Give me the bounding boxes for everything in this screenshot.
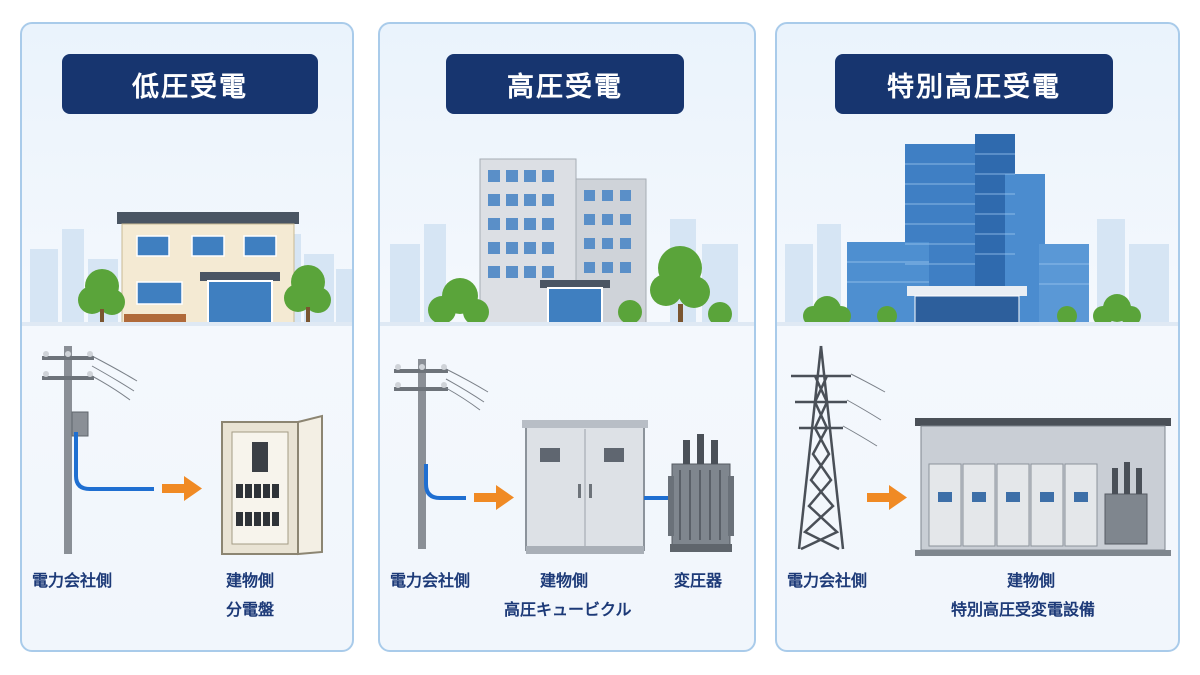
tree-icon xyxy=(78,265,331,324)
arrow-icon xyxy=(474,485,514,510)
glass-office-tower xyxy=(847,134,1089,325)
equipment-label: 分電盤 xyxy=(226,600,275,619)
service-cable xyxy=(74,432,154,491)
transformer-label: 変圧器 xyxy=(674,571,723,590)
equipment-label: 高圧キュービクル xyxy=(504,600,632,619)
panel-title: 特別高圧受電 xyxy=(835,54,1113,114)
utility-pole-icon xyxy=(42,346,138,554)
building-side-label: 建物側 xyxy=(540,571,589,590)
building-side-label: 建物側 xyxy=(1007,571,1056,590)
panel-title: 高圧受電 xyxy=(446,54,684,114)
utility-side-label: 電力会社側 xyxy=(390,571,471,590)
low-voltage-scene xyxy=(22,212,352,556)
panel-high-voltage: 高圧受電 xyxy=(378,22,756,652)
panel-extra-high-voltage: 特別高圧受電 xyxy=(775,22,1180,652)
high-voltage-cubicle-icon xyxy=(522,420,648,554)
panel-title: 低圧受電 xyxy=(62,54,318,114)
distribution-board-icon xyxy=(221,414,323,556)
office-building xyxy=(479,158,647,325)
utility-side-label: 電力会社側 xyxy=(787,571,868,590)
arrow-icon xyxy=(867,485,907,510)
house-building xyxy=(117,212,299,325)
extra-high-voltage-scene xyxy=(777,134,1178,556)
equipment-label: 特別高圧受変電設備 xyxy=(951,600,1096,619)
transformer-icon xyxy=(668,434,734,552)
utility-side-label: 電力会社側 xyxy=(32,571,113,590)
building-side-label: 建物側 xyxy=(226,571,275,590)
service-cable xyxy=(424,464,466,500)
high-voltage-scene xyxy=(380,158,754,554)
arrow-icon xyxy=(162,476,202,501)
transmission-tower-icon xyxy=(791,345,851,551)
substation-equipment-icon xyxy=(915,418,1171,556)
tree-icon xyxy=(803,294,1141,326)
tree-icon xyxy=(428,246,732,326)
transformer-icon xyxy=(1104,462,1148,545)
utility-pole-icon xyxy=(394,359,489,549)
panel-low-voltage: 低圧受電 xyxy=(20,22,354,652)
